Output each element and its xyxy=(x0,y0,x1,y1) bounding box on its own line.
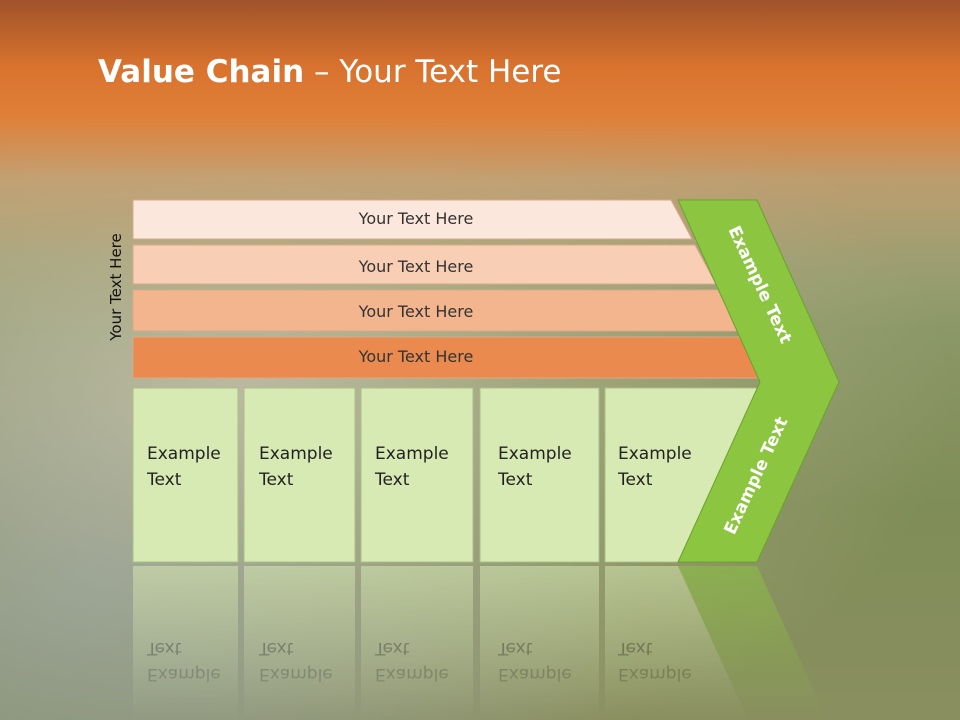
margin-chevron xyxy=(677,199,840,563)
primary-box-4-line2: Text xyxy=(497,470,533,490)
primary-box-5-line1: Example xyxy=(618,444,692,464)
primary-box-1 xyxy=(132,387,239,563)
primary-box-3-line2: Text xyxy=(374,470,410,490)
reflection-text-1: Example xyxy=(147,664,221,684)
primary-box-1-line2: Text xyxy=(146,470,182,490)
primary-box-2-line1: Example xyxy=(259,444,333,464)
reflection-text-5: Example xyxy=(375,664,449,684)
support-bar-2-label: Your Text Here xyxy=(358,257,474,276)
reflection-text-2: Text xyxy=(146,638,182,658)
reflection-text-9: Example xyxy=(618,664,692,684)
reflection-text-4: Text xyxy=(258,638,294,658)
reflection-text-3: Example xyxy=(259,664,333,684)
reflection-text-7: Example xyxy=(498,664,572,684)
support-bar-1 xyxy=(132,199,693,240)
title-rest: – Your Text Here xyxy=(304,54,562,90)
primary-box-3-line1: Example xyxy=(375,444,449,464)
reflection-text-10: Text xyxy=(617,638,653,658)
reflection-text-6: Text xyxy=(374,638,410,658)
primary-box-1-line1: Example xyxy=(147,444,221,464)
primary-box-5-line2: Text xyxy=(617,470,653,490)
primary-box-4-line1: Example xyxy=(498,444,572,464)
primary-box-4 xyxy=(479,387,600,563)
primary-box-3 xyxy=(360,387,474,563)
primary-box-2-line2: Text xyxy=(258,470,294,490)
support-bar-3-label: Your Text Here xyxy=(358,302,474,321)
diagram-reflection: Example Text Example Text Example Text E… xyxy=(133,566,828,720)
reflection-text-8: Text xyxy=(497,638,533,658)
support-bar-4-label: Your Text Here xyxy=(358,347,474,366)
primary-activities xyxy=(132,387,761,563)
support-bar-1-label: Your Text Here xyxy=(358,209,474,228)
title-bold: Value Chain xyxy=(98,54,305,90)
primary-box-2 xyxy=(243,387,356,563)
slide-title: Value Chain – Your Text Here xyxy=(98,54,561,90)
